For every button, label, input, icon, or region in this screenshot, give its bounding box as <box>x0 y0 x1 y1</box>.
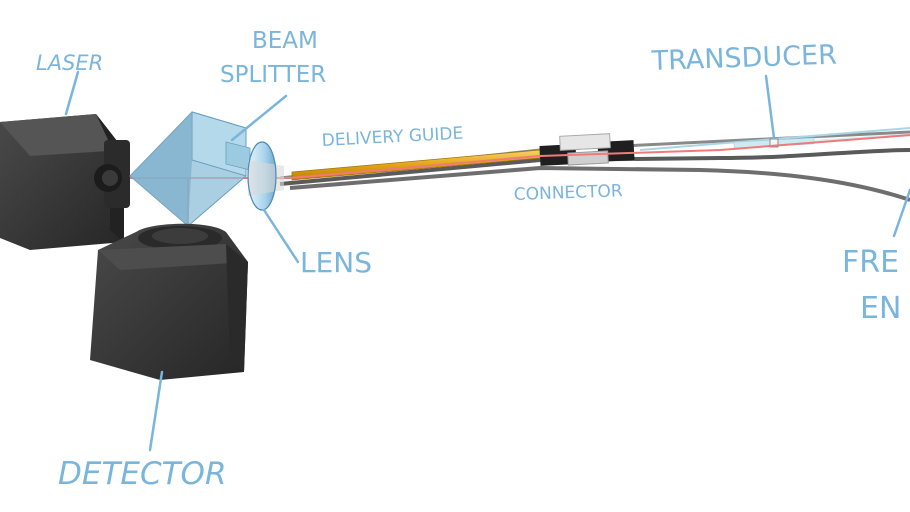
transducer-leader <box>764 74 776 140</box>
laser-label: LASER <box>36 51 103 75</box>
leader-lines <box>64 70 910 452</box>
beam-splitter <box>129 111 251 227</box>
free-end-label-line2: EN <box>860 291 901 326</box>
lens <box>247 141 284 211</box>
free-end-leader <box>892 188 910 238</box>
detector-housing <box>90 223 248 380</box>
connector-label: CONNECTOR <box>513 181 623 205</box>
lens-leader <box>262 208 300 264</box>
transducer-label: TRANSDUCER <box>650 40 837 77</box>
detector-leader <box>148 370 164 452</box>
laser-housing <box>0 114 130 250</box>
beam-splitter-label-line2: SPLITTER <box>220 62 326 88</box>
detector-label: DETECTOR <box>58 456 227 492</box>
laser-leader <box>64 70 80 116</box>
free-end-label-line1: FRE <box>842 245 899 280</box>
lens-label: LENS <box>300 246 372 279</box>
beam-splitter-leader <box>230 94 288 142</box>
beam-splitter-label-line1: BEAM <box>252 28 318 54</box>
delivery-guide-label: DELIVERY GUIDE <box>321 124 464 151</box>
transducer <box>733 137 815 149</box>
